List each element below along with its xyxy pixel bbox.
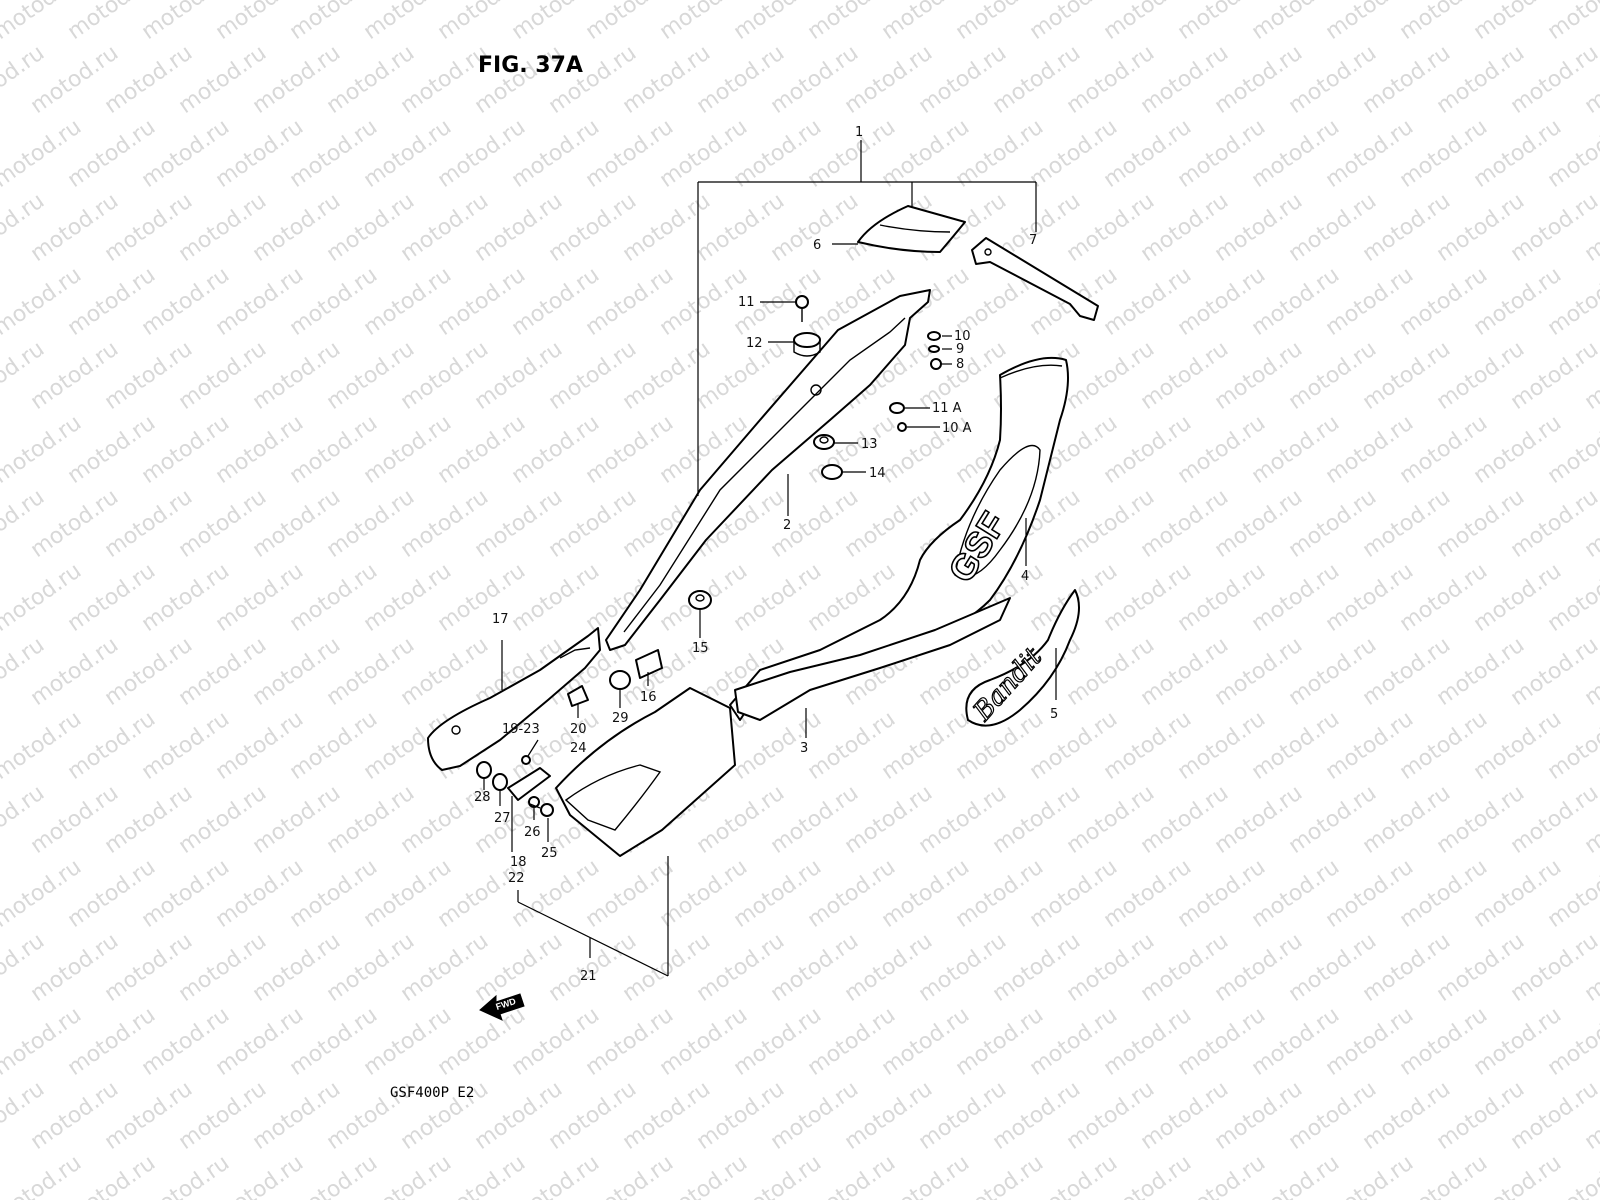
part-5-emblem-outline xyxy=(965,589,1080,727)
part-19-screw xyxy=(521,755,531,765)
callout-19-23: 19-23 xyxy=(502,722,540,737)
part-28-grommet xyxy=(476,761,492,779)
callout-16: 16 xyxy=(640,690,657,705)
part-6-crease xyxy=(879,224,951,233)
part-12-bushing xyxy=(793,332,821,357)
part-2-inner-edge xyxy=(623,317,906,633)
part-20-clip xyxy=(567,685,589,707)
part-3-lower-skirt xyxy=(734,597,1011,721)
model-code: GSF400P E2 xyxy=(390,1085,474,1101)
callout-22: 22 xyxy=(508,871,525,886)
part-13-grommet xyxy=(813,434,835,450)
callout-9: 9 xyxy=(956,342,964,357)
part-14-grommet xyxy=(821,464,843,480)
callouts: 1 6 7 11 12 10 9 8 11 A 10 A 13 14 2 4 1… xyxy=(474,125,1058,984)
part-16-label xyxy=(635,649,663,679)
part-9-washer xyxy=(928,345,940,353)
group-bracket-21 xyxy=(517,856,669,977)
part-8-nut xyxy=(930,358,942,370)
callout-13: 13 xyxy=(861,437,878,452)
part-17-vent xyxy=(559,647,591,659)
callout-14: 14 xyxy=(869,466,886,481)
callout-6: 6 xyxy=(813,238,821,253)
group-bracket-1 xyxy=(697,140,1037,496)
part-6-top-cover xyxy=(857,205,966,253)
callout-18: 18 xyxy=(510,855,527,870)
callout-4: 4 xyxy=(1021,569,1029,584)
callout-28: 28 xyxy=(474,790,491,805)
callout-10a: 10 A xyxy=(942,421,972,436)
part-21-inner-panel xyxy=(564,764,662,831)
callout-25: 25 xyxy=(541,846,558,861)
callout-12: 12 xyxy=(746,336,763,351)
part-7-hole xyxy=(984,248,992,256)
forward-arrow-icon: FWD xyxy=(479,993,525,1021)
part-25-bolt xyxy=(529,803,554,817)
figure-title: FIG. 37A xyxy=(478,53,583,78)
callout-11: 11 xyxy=(738,295,755,310)
part-18-plate xyxy=(507,767,551,801)
callout-27: 27 xyxy=(494,811,511,826)
callout-24: 24 xyxy=(570,741,587,756)
callout-2: 2 xyxy=(783,518,791,533)
part-4-gsf-badge-outline xyxy=(954,444,1041,578)
part-29-cushion xyxy=(609,670,631,690)
callout-26: 26 xyxy=(524,825,541,840)
callout-8: 8 xyxy=(956,357,964,372)
callout-20: 20 xyxy=(570,722,587,737)
callout-21: 21 xyxy=(580,969,597,984)
part-10a-screw xyxy=(897,422,907,432)
part-2-frame-rail xyxy=(605,289,931,651)
part-15-cushion xyxy=(688,590,712,610)
callout-10: 10 xyxy=(954,329,971,344)
callout-15: 15 xyxy=(692,641,709,656)
watermark-text: motod.ru xyxy=(0,1151,86,1200)
part-4-top-lip xyxy=(999,364,1063,379)
callout-3: 3 xyxy=(800,741,808,756)
part-2-mount-hole xyxy=(810,384,822,396)
part-7-bracket xyxy=(971,237,1099,321)
callout-17: 17 xyxy=(492,612,509,627)
leader-lines xyxy=(483,243,1057,852)
part-11a-cushion xyxy=(889,402,905,414)
callout-5: 5 xyxy=(1050,707,1058,722)
callout-1: 1 xyxy=(855,125,863,140)
part-17-grommet-hole xyxy=(451,725,461,735)
part-27-collar xyxy=(492,773,508,791)
watermark-text: motod.ru xyxy=(1543,0,1600,45)
callout-7: 7 xyxy=(1029,233,1037,248)
callout-29: 29 xyxy=(612,711,629,726)
part-10-washer xyxy=(927,331,941,341)
part-21-lower-cover xyxy=(555,687,736,857)
part-17-side-cover xyxy=(427,627,601,771)
callout-11a: 11 A xyxy=(932,401,962,416)
